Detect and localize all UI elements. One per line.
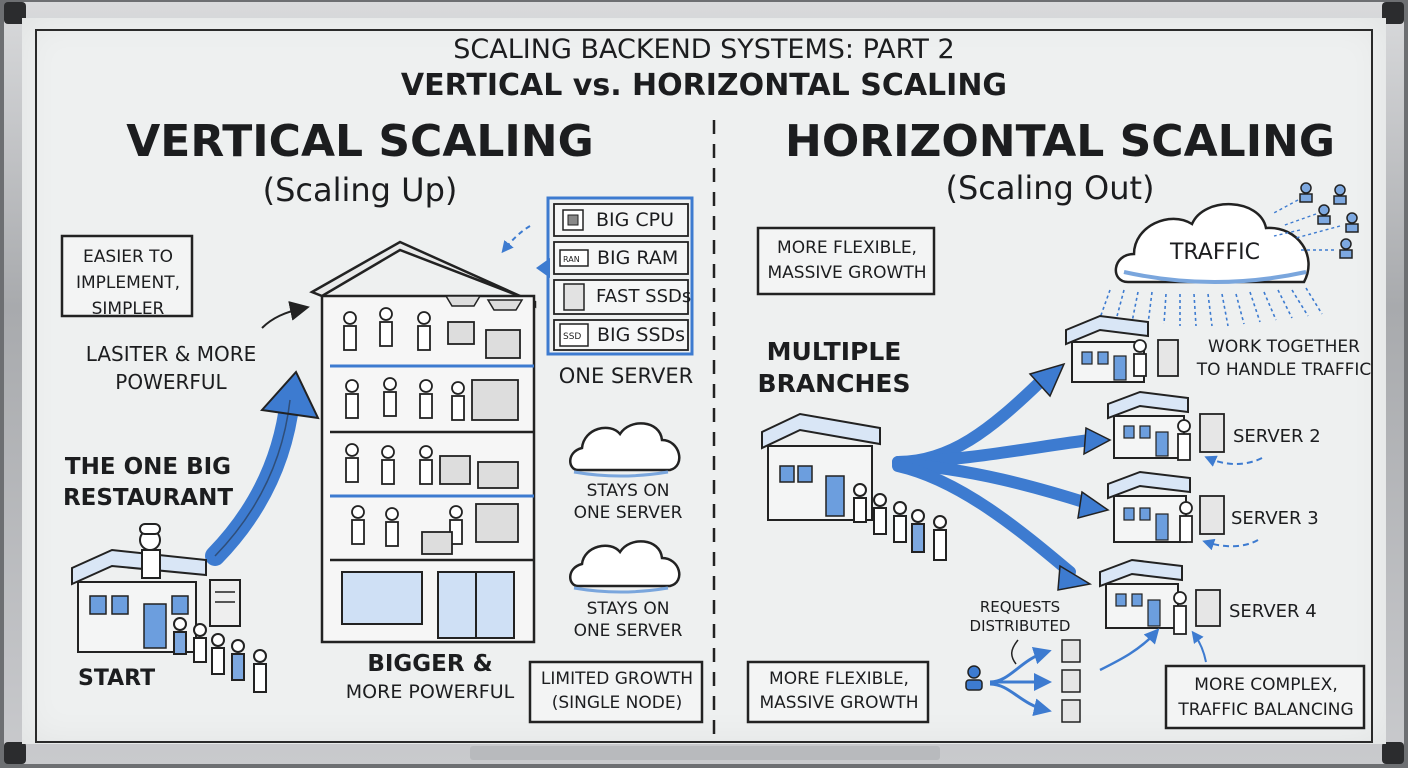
- frame-corner: [1382, 742, 1404, 764]
- cloud-icon: [569, 422, 681, 472]
- big-restaurant-building: [309, 240, 537, 644]
- building-label: BIGGER & MORE POWERFUL: [345, 651, 515, 703]
- server-3-label: SERVER 3: [1231, 508, 1319, 529]
- ssd-chip-icon: [559, 323, 589, 347]
- horizontal-subheading: (Scaling Out): [945, 169, 1155, 207]
- branch-server-1: [1065, 314, 1179, 383]
- vertical-subheading: (Scaling Up): [262, 171, 458, 209]
- easier-box: [60, 234, 194, 318]
- frame-corner: [4, 742, 26, 764]
- flexible-note-top: MORE FLEXIBLE,MASSIVE GROWTH: [767, 238, 927, 283]
- traffic-label: TRAFFIC: [1169, 240, 1261, 265]
- complex-box: [1164, 664, 1366, 730]
- flex-box-bottom: [746, 660, 930, 724]
- ram-icon-text: RAN: [563, 255, 580, 264]
- one-server-label: ONE SERVER: [558, 364, 694, 388]
- complex-note: MORE COMPLEX,TRAFFIC BALANCING: [1178, 675, 1354, 720]
- ssd-icon-text: SSD: [563, 332, 581, 342]
- note-arrow: [261, 301, 310, 329]
- branch-server-2: [1107, 390, 1225, 461]
- traffic-rain: [1099, 287, 1323, 327]
- incoming-users-icon: [1299, 182, 1359, 259]
- limited-growth-note: LIMITED GROWTH(SINGLE NODE): [540, 669, 694, 713]
- flex-box-top: [756, 226, 936, 296]
- panel-dashed-arrow: [501, 225, 531, 254]
- cloud-icon: [569, 540, 681, 588]
- component-panel: [536, 196, 694, 356]
- frame-corner: [4, 2, 26, 24]
- customer-queue: [173, 617, 267, 693]
- user-icon: [967, 665, 981, 679]
- server-4-label: SERVER 4: [1229, 601, 1317, 622]
- sketch-border: [35, 29, 1373, 743]
- component-big-ram: BIG RAM: [597, 247, 679, 269]
- growth-arrow-head: [260, 370, 320, 420]
- start-label: START: [78, 666, 156, 691]
- branch-server-3: [1107, 470, 1225, 543]
- limited-box: [528, 660, 704, 724]
- ram-icon: [559, 249, 589, 267]
- traffic-cloud-icon: [1114, 202, 1310, 284]
- branch-server-4: [1099, 558, 1221, 635]
- horizontal-heading: HORIZONTAL SCALING: [785, 116, 1335, 167]
- title-line-1: SCALING BACKEND SYSTEMS: PART 2: [453, 34, 955, 65]
- marker-tray: [470, 746, 940, 760]
- branch-queue: [853, 483, 947, 561]
- server-2-label: SERVER 2: [1233, 426, 1321, 447]
- frame-corner: [1382, 2, 1404, 24]
- request-distribution: [965, 628, 1207, 723]
- component-fast-ssds: FAST SSDs: [596, 286, 692, 307]
- fan-out-arrows: [892, 376, 1096, 578]
- vertical-heading: VERTICAL SCALING: [126, 116, 594, 167]
- component-big-cpu: BIG CPU: [596, 209, 675, 231]
- flexible-note-bottom: MORE FLEXIBLE,MASSIVE GROWTH: [759, 669, 919, 713]
- ssd-icon: [563, 283, 585, 311]
- component-big-ssds: BIG SSDs: [597, 324, 686, 346]
- title-line-2: VERTICAL vs. HORIZONTAL SCALING: [400, 68, 1008, 103]
